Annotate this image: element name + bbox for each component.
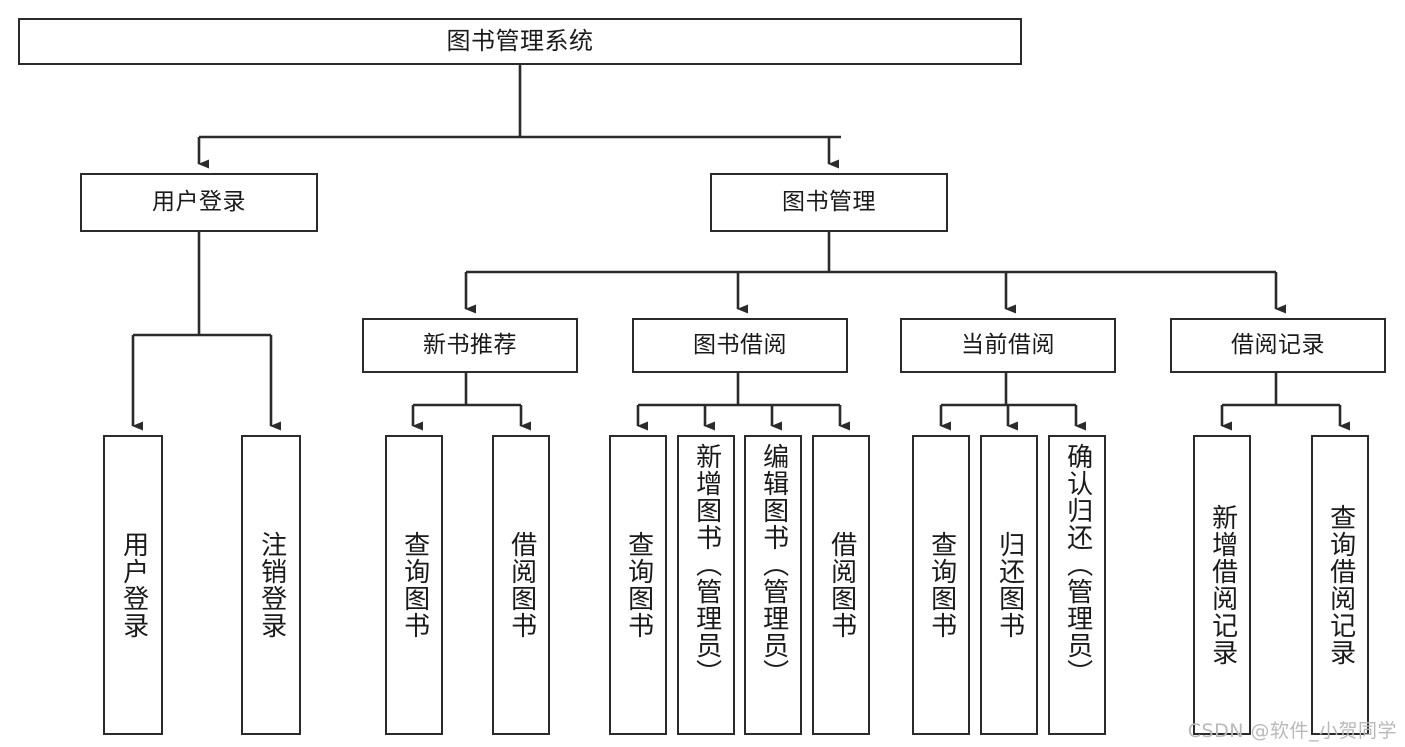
node-book-management[interactable]: 图书管理 [710, 173, 948, 232]
node-user-login-label: 用户登录 [152, 188, 246, 215]
csdn-watermark: CSDN @软件_小贺同学 [1187, 720, 1397, 742]
node-book-management-label: 图书管理 [782, 188, 876, 215]
node-new-book-recommend-label: 新书推荐 [423, 331, 517, 358]
node-user-login[interactable]: 用户登录 [80, 173, 318, 232]
node-leaf-query-borrow-record-label: 查询借阅记录 [1325, 504, 1356, 666]
node-leaf-borrow-book-1[interactable]: 借阅图书 [492, 435, 550, 735]
node-borrow-record[interactable]: 借阅记录 [1170, 318, 1386, 373]
node-borrow-record-label: 借阅记录 [1231, 331, 1325, 358]
node-leaf-return-book[interactable]: 归还图书 [980, 435, 1038, 735]
node-leaf-add-borrow-record-label: 新增借阅记录 [1207, 504, 1238, 666]
node-leaf-query-book-3[interactable]: 查询图书 [912, 435, 970, 735]
node-leaf-edit-book-admin[interactable]: 编辑图书（管理员） [744, 435, 802, 735]
node-current-borrow[interactable]: 当前借阅 [900, 318, 1116, 373]
node-new-book-recommend[interactable]: 新书推荐 [362, 318, 578, 373]
node-leaf-edit-book-admin-label: 编辑图书（管理员） [758, 443, 789, 686]
node-leaf-user-login-label: 用户登录 [118, 531, 149, 639]
node-leaf-query-borrow-record[interactable]: 查询借阅记录 [1311, 435, 1369, 735]
node-root[interactable]: 图书管理系统 [18, 18, 1022, 65]
node-leaf-query-book-2-label: 查询图书 [623, 531, 654, 639]
node-leaf-add-borrow-record[interactable]: 新增借阅记录 [1193, 435, 1251, 735]
node-leaf-query-book-1-label: 查询图书 [399, 531, 430, 639]
node-leaf-confirm-return-admin-label: 确认归还（管理员） [1062, 443, 1093, 686]
node-leaf-borrow-book-1-label: 借阅图书 [506, 531, 537, 639]
node-leaf-return-book-label: 归还图书 [994, 531, 1025, 639]
node-current-borrow-label: 当前借阅 [961, 331, 1055, 358]
node-leaf-confirm-return-admin[interactable]: 确认归还（管理员） [1048, 435, 1106, 735]
node-root-label: 图书管理系统 [446, 27, 594, 56]
node-leaf-query-book-3-label: 查询图书 [926, 531, 957, 639]
node-leaf-user-login[interactable]: 用户登录 [103, 435, 163, 735]
node-leaf-add-book-admin-label: 新增图书（管理员） [691, 443, 722, 686]
node-leaf-query-book-1[interactable]: 查询图书 [385, 435, 443, 735]
node-leaf-query-book-2[interactable]: 查询图书 [609, 435, 667, 735]
node-leaf-logout-label: 注销登录 [256, 531, 287, 639]
node-leaf-logout[interactable]: 注销登录 [241, 435, 301, 735]
node-leaf-add-book-admin[interactable]: 新增图书（管理员） [677, 435, 735, 735]
node-leaf-borrow-book-2[interactable]: 借阅图书 [812, 435, 870, 735]
node-leaf-borrow-book-2-label: 借阅图书 [826, 531, 857, 639]
node-book-borrow[interactable]: 图书借阅 [632, 318, 848, 373]
node-book-borrow-label: 图书借阅 [693, 331, 787, 358]
